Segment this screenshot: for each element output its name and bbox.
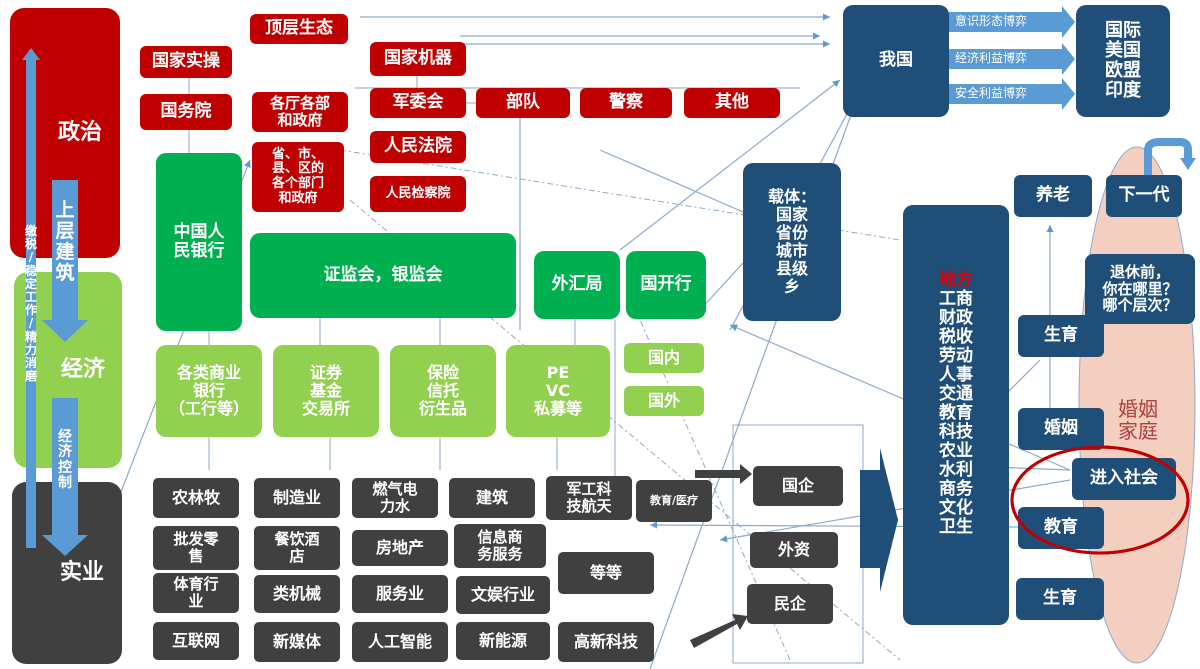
procuratorate-box: 人民检察院 (370, 176, 466, 212)
industry-label: 实业 (59, 559, 104, 585)
industry-new-media: 新媒体 (254, 622, 340, 662)
industry-agriculture: 农林牧 (153, 478, 239, 518)
industry-ai: 人工智能 (352, 622, 448, 662)
elderly-box: 养老 (1014, 175, 1092, 217)
industry-catering: 餐饮酒 店 (254, 526, 340, 570)
foreign-box: 国外 (624, 386, 704, 416)
tax-note: 缴 税 / 稳 定 工 作 / 精 力 消 磨 (24, 224, 37, 384)
industry-sports: 体育行 业 (153, 573, 239, 613)
industry-block: 实业 (12, 482, 122, 664)
education-box: 教育 (1018, 507, 1104, 549)
soe-box: 国企 (753, 466, 843, 506)
army-box: 部队 (476, 88, 570, 118)
marriage-family-label: 婚姻 家庭 (1118, 396, 1158, 443)
pe-vc-box: PE VC 私募等 (506, 345, 610, 437)
industry-machinery: 类机械 (254, 575, 340, 613)
ministries-box: 各厅各部 和政府 (252, 92, 348, 132)
superstructure-label: 上 层 建 筑 (55, 199, 75, 284)
industry-services: 服务业 (352, 575, 448, 613)
local-departments: 工商 财政 税收 劳动 人事 交通 教育 科技 农业 水利 商务 文化 卫生 (939, 289, 973, 538)
carrier-box: 载体： 国家 省份 城市 县级 乡 (743, 163, 841, 321)
china-box: 我国 (843, 5, 949, 117)
industry-entertainment: 文娱行业 (456, 576, 550, 614)
marriage-box: 婚姻 (1018, 408, 1104, 450)
next-generation-box: 下一代 (1106, 175, 1182, 217)
before-retirement-box: 退休前， 你在哪里？ 哪个层次？ (1085, 254, 1195, 324)
pboc-box: 中国人 民银行 (156, 153, 242, 331)
state-machine-box: 国家机器 (370, 42, 466, 76)
industry-utilities: 燃气电 力水 (352, 478, 438, 518)
politics-label: 政治 (57, 119, 102, 145)
local-gov-box: 省、市、 县、区的 各个部门 和政府 (252, 142, 344, 212)
private-enterprise-box: 民企 (747, 584, 833, 624)
local-title: 地方 (939, 270, 973, 290)
birth-box-2: 生育 (1016, 578, 1104, 620)
industry-etc: 等等 (558, 552, 654, 594)
economic-game-label: 经济利益博弈 (954, 51, 1027, 66)
military-commission-box: 军委会 (370, 88, 466, 118)
local-box: 地方 工商 财政 税收 劳动 人事 交通 教育 科技 农业 水利 商务 文化 卫… (903, 205, 1009, 625)
economic-control-label: 经 济 控 制 (58, 429, 72, 492)
cdb-box: 国开行 (626, 251, 706, 319)
insurance-box: 保险 信托 衍生品 (390, 345, 496, 437)
forex-box: 外汇局 (534, 251, 620, 319)
industry-real-estate: 房地产 (352, 530, 448, 566)
industry-education-health: 教育/医疗 (636, 480, 712, 522)
industry-internet: 互联网 (153, 622, 239, 660)
police-box: 警察 (580, 88, 672, 118)
state-council-box: 国务院 (140, 94, 232, 130)
domestic-box: 国内 (624, 343, 704, 373)
industry-wholesale: 批发零 售 (153, 526, 239, 570)
security-game-label: 安全利益博弈 (954, 86, 1027, 101)
birth-box: 生育 (1018, 315, 1104, 357)
court-box: 人民法院 (370, 131, 466, 163)
securities-box: 证券 基金 交易所 (273, 345, 379, 437)
economy-label: 经济 (60, 356, 105, 382)
top-ecology-box: 顶层生态 (250, 14, 348, 44)
other-box: 其他 (684, 88, 780, 118)
industry-info-services: 信息商 务服务 (454, 524, 546, 568)
state-practice-box: 国家实操 (140, 46, 232, 78)
industry-high-tech: 高新科技 (558, 622, 654, 662)
industry-defense: 军工科 技航天 (546, 476, 632, 520)
foreign-capital-box: 外资 (750, 532, 838, 568)
regulators-box: 证监会，银监会 (250, 233, 516, 318)
enter-society-box: 进入社会 (1072, 458, 1176, 500)
industry-manufacturing: 制造业 (254, 478, 340, 518)
ideology-game-label: 意识形态博弈 (954, 14, 1027, 29)
international-box: 国际 美国 欧盟 印度 (1076, 5, 1170, 117)
industry-construction: 建筑 (449, 478, 535, 518)
banks-box: 各类商业 银行 （工行等） (156, 345, 262, 437)
industry-new-energy: 新能源 (456, 622, 550, 660)
